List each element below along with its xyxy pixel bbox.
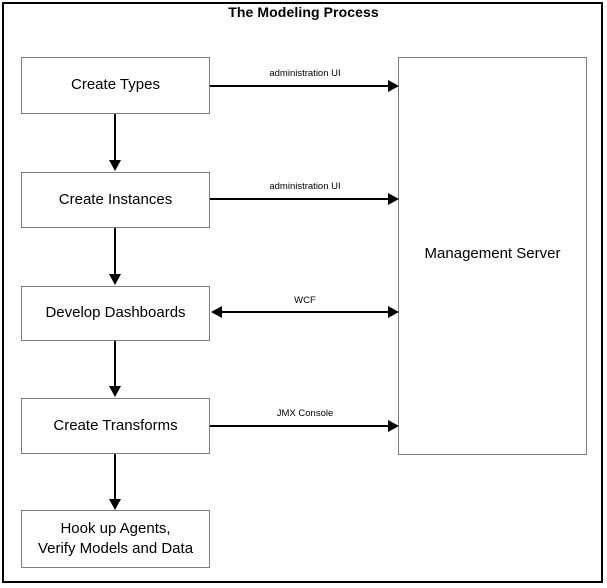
process-box-label: Create Instances (58, 190, 173, 208)
edge-label-jmx-console: JMX Console (276, 408, 334, 419)
edge-label-wcf: WCF (294, 295, 316, 306)
arrow-right-icon (388, 420, 399, 432)
management-server-label: Management Server (424, 245, 561, 262)
process-box-create-instances[interactable]: Create Instances (21, 172, 210, 228)
process-box-label: Create Types (71, 76, 160, 94)
edge-label-administration-ui-2: administration UI (269, 181, 341, 192)
arrow-down-icon (109, 386, 121, 397)
flow-connector-transforms-to-agents (114, 454, 116, 500)
connector-create-transforms-to-server (210, 425, 390, 427)
process-box-develop-dashboards[interactable]: Develop Dashboards (21, 286, 210, 341)
arrow-down-icon (109, 274, 121, 285)
process-box-label: Hook up Agents, Verify Models and Data (37, 519, 194, 557)
arrow-down-icon (109, 499, 121, 510)
process-box-create-transforms[interactable]: Create Transforms (21, 398, 210, 454)
connector-create-types-to-server (210, 85, 390, 87)
flow-connector-types-to-instances (114, 114, 116, 161)
process-box-hook-up-agents[interactable]: Hook up Agents, Verify Models and Data (21, 510, 210, 568)
process-box-label: Create Transforms (53, 416, 178, 434)
arrow-right-icon (388, 193, 399, 205)
flow-connector-dashboards-to-transforms (114, 341, 116, 387)
connector-create-instances-to-server (210, 198, 390, 200)
arrow-right-icon (388, 306, 399, 318)
process-box-management-server[interactable] (398, 57, 587, 455)
arrow-right-icon (388, 80, 399, 92)
arrow-left-icon (211, 306, 222, 318)
edge-label-administration-ui-1: administration UI (269, 68, 341, 79)
connector-develop-dashboards-to-server (222, 311, 390, 313)
process-box-label: Develop Dashboards (45, 304, 186, 322)
process-box-create-types[interactable]: Create Types (21, 57, 210, 114)
flow-connector-instances-to-dashboards (114, 228, 116, 275)
arrow-down-icon (109, 160, 121, 171)
diagram-title: The Modeling Process (228, 4, 379, 20)
